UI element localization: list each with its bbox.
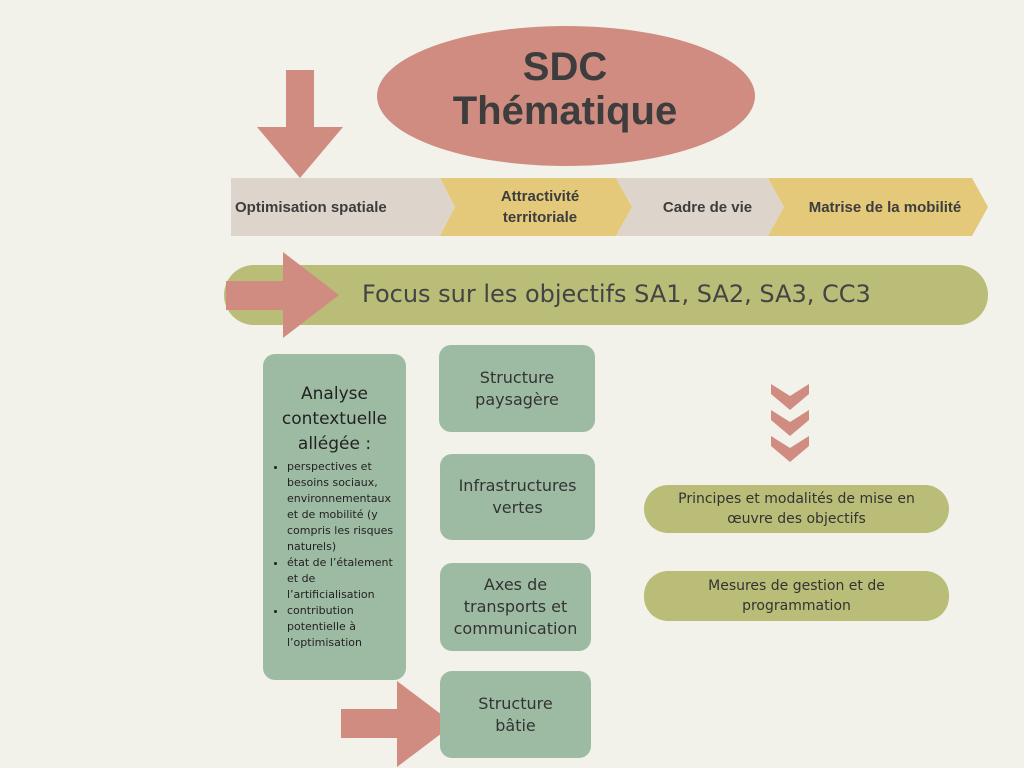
- focus-bar: [224, 265, 988, 325]
- right-arrow-icon: [226, 252, 339, 338]
- chevron-attractivite: [440, 178, 632, 236]
- structure-paysagere: Structure paysagère: [439, 345, 595, 432]
- analyse-heading: Analyse contextuelle allégée :: [281, 384, 388, 454]
- focus-label: Focus sur les objectifs SA1, SA2, SA3, C…: [362, 280, 871, 308]
- page-title: SDC Thématique: [377, 45, 753, 133]
- list-item: contribution potentielle à l’optimisatio…: [287, 603, 400, 651]
- chevron-mobilite: [768, 178, 988, 236]
- title-line1: SDC: [522, 45, 608, 89]
- theme-mobilite: Matrise de la mobilité: [808, 198, 962, 216]
- down-arrow-icon: [257, 70, 343, 178]
- list-item: perspectives et besoins sociaux, environ…: [287, 459, 400, 555]
- right-arrow-icon: [341, 681, 454, 767]
- title-line2: Thématique: [452, 89, 678, 133]
- chevron-optimisation: [231, 178, 455, 236]
- theme-optimisation: Optimisation spatiale: [235, 198, 387, 216]
- triple-chevron-down-icon: [771, 384, 809, 462]
- theme-cadre: Cadre de vie: [662, 198, 753, 216]
- list-item: état de l’étalement et de l’artificialis…: [287, 555, 400, 603]
- output-mesures: Mesures de gestion et de programmation: [644, 571, 949, 621]
- title-ellipse: [377, 26, 755, 166]
- output-principes: Principes et modalités de mise en œuvre …: [644, 485, 949, 533]
- analyse-list: perspectives et besoins sociaux, environ…: [269, 459, 400, 651]
- infrastructures-vertes: Infrastructures vertes: [440, 454, 595, 540]
- structure-batie: Structure bâtie: [440, 671, 591, 758]
- chevron-cadre: [616, 178, 784, 236]
- analyse-box: Analyse contextuelle allégée : perspecti…: [263, 354, 406, 680]
- axes-transports: Axes de transports et communication: [440, 563, 591, 651]
- theme-attractivite: Attractivité territoriale: [500, 188, 580, 226]
